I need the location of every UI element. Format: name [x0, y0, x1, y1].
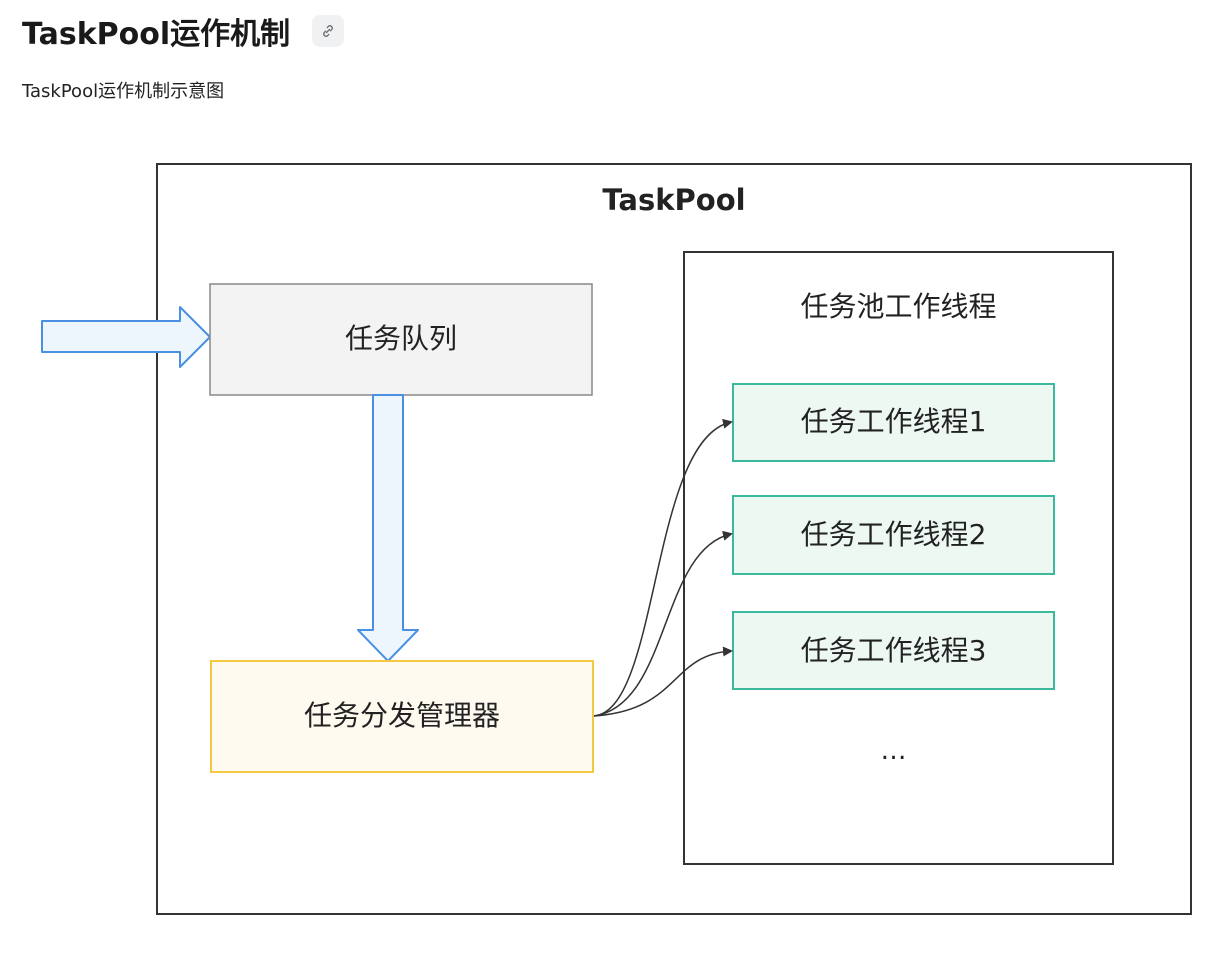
worker-pool-label: 任务池工作线程 — [800, 290, 997, 323]
dispatch-arrow-1 — [593, 418, 733, 717]
incoming-arrow — [41, 306, 211, 368]
anchor-link-button[interactable] — [312, 15, 345, 47]
dispatch-arrow-2 — [593, 530, 733, 717]
queue-to-dispatcher-arrow — [357, 394, 419, 662]
task-queue-label: 任务队列 — [344, 322, 457, 355]
taskpool-label: TaskPool — [602, 183, 746, 217]
worker-label-1: 任务工作线程1 — [800, 405, 987, 438]
page-title: TaskPool运作机制 — [22, 17, 291, 52]
dispatch-arrow-3 — [593, 646, 733, 717]
link-icon — [323, 25, 333, 37]
dispatcher-box — [210, 660, 594, 773]
task-queue-box — [209, 283, 593, 396]
more-workers-ellipsis: … — [880, 736, 907, 766]
page-heading: TaskPool运作机制 — [22, 8, 345, 54]
dispatcher-label: 任务分发管理器 — [303, 699, 500, 732]
worker-label-2: 任务工作线程2 — [800, 518, 987, 551]
figure-caption: TaskPool运作机制示意图 — [22, 81, 225, 102]
worker-label-3: 任务工作线程3 — [800, 634, 987, 667]
worker-box-2 — [732, 495, 1055, 575]
worker-box-1 — [732, 383, 1055, 462]
worker-box-3 — [732, 611, 1055, 690]
